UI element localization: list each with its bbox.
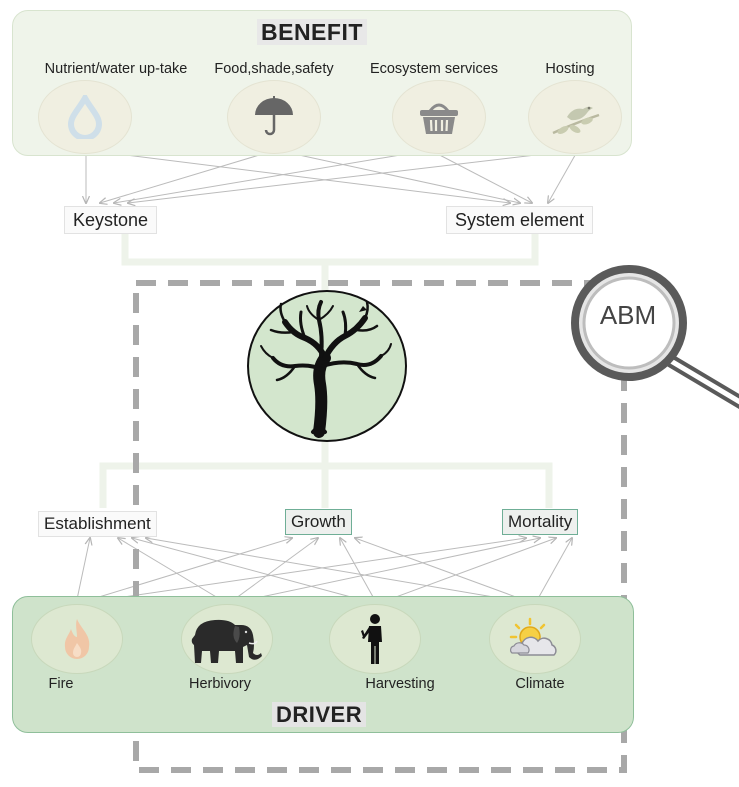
tree-node bbox=[247, 290, 407, 442]
benefit-node-food bbox=[227, 80, 321, 154]
benefit-title: BENEFIT bbox=[257, 18, 367, 46]
water-drop-icon bbox=[67, 95, 103, 139]
driver-label-herbivory: Herbivory bbox=[188, 676, 252, 692]
driver-label-climate: Climate bbox=[515, 676, 565, 692]
umbrella-icon bbox=[255, 96, 293, 136]
benefit-arrows bbox=[86, 149, 579, 203]
tree-icon bbox=[260, 300, 392, 438]
bird-on-branch-icon bbox=[552, 106, 600, 135]
establishment-box: Establishment bbox=[38, 511, 157, 537]
driver-node-harvesting bbox=[329, 604, 421, 674]
benefit-node-nutrient bbox=[38, 80, 132, 154]
driver-node-climate bbox=[489, 604, 581, 674]
benefit-label-nutrient: Nutrient/water up-take bbox=[44, 61, 188, 77]
elephant-icon bbox=[191, 619, 262, 663]
roles-connector bbox=[121, 232, 539, 290]
growth-box: Growth bbox=[285, 509, 352, 535]
benefit-label-food: Food,shade,safety bbox=[214, 61, 334, 77]
driver-node-fire bbox=[31, 604, 123, 674]
abm-label: ABM bbox=[599, 300, 657, 330]
benefit-node-hosting bbox=[528, 80, 622, 154]
mortality-box: Mortality bbox=[502, 509, 579, 535]
driver-label-harvesting: Harvesting bbox=[365, 676, 435, 692]
driver-label-fire: Fire bbox=[48, 676, 74, 692]
benefit-title-text: BENEFIT bbox=[257, 19, 367, 45]
driver-arrows bbox=[75, 538, 572, 605]
benefit-node-ecosystem bbox=[392, 80, 486, 154]
magnifier-lens-icon bbox=[571, 265, 687, 381]
benefit-label-hosting: Hosting bbox=[545, 61, 595, 77]
processes-connector bbox=[99, 438, 553, 508]
driver-title: DRIVER bbox=[272, 701, 367, 729]
magnifier-handle bbox=[664, 354, 739, 409]
driver-node-herbivory bbox=[181, 604, 273, 674]
benefit-label-ecosystem: Ecosystem services bbox=[369, 61, 499, 77]
keystone-box: Keystone bbox=[64, 206, 158, 234]
basket-icon bbox=[420, 103, 458, 134]
fire-icon bbox=[64, 619, 90, 659]
sun-cloud-icon bbox=[509, 617, 557, 656]
driver-title-text: DRIVER bbox=[272, 702, 367, 727]
system-element-box: System element bbox=[446, 206, 594, 234]
person-icon bbox=[361, 614, 382, 664]
